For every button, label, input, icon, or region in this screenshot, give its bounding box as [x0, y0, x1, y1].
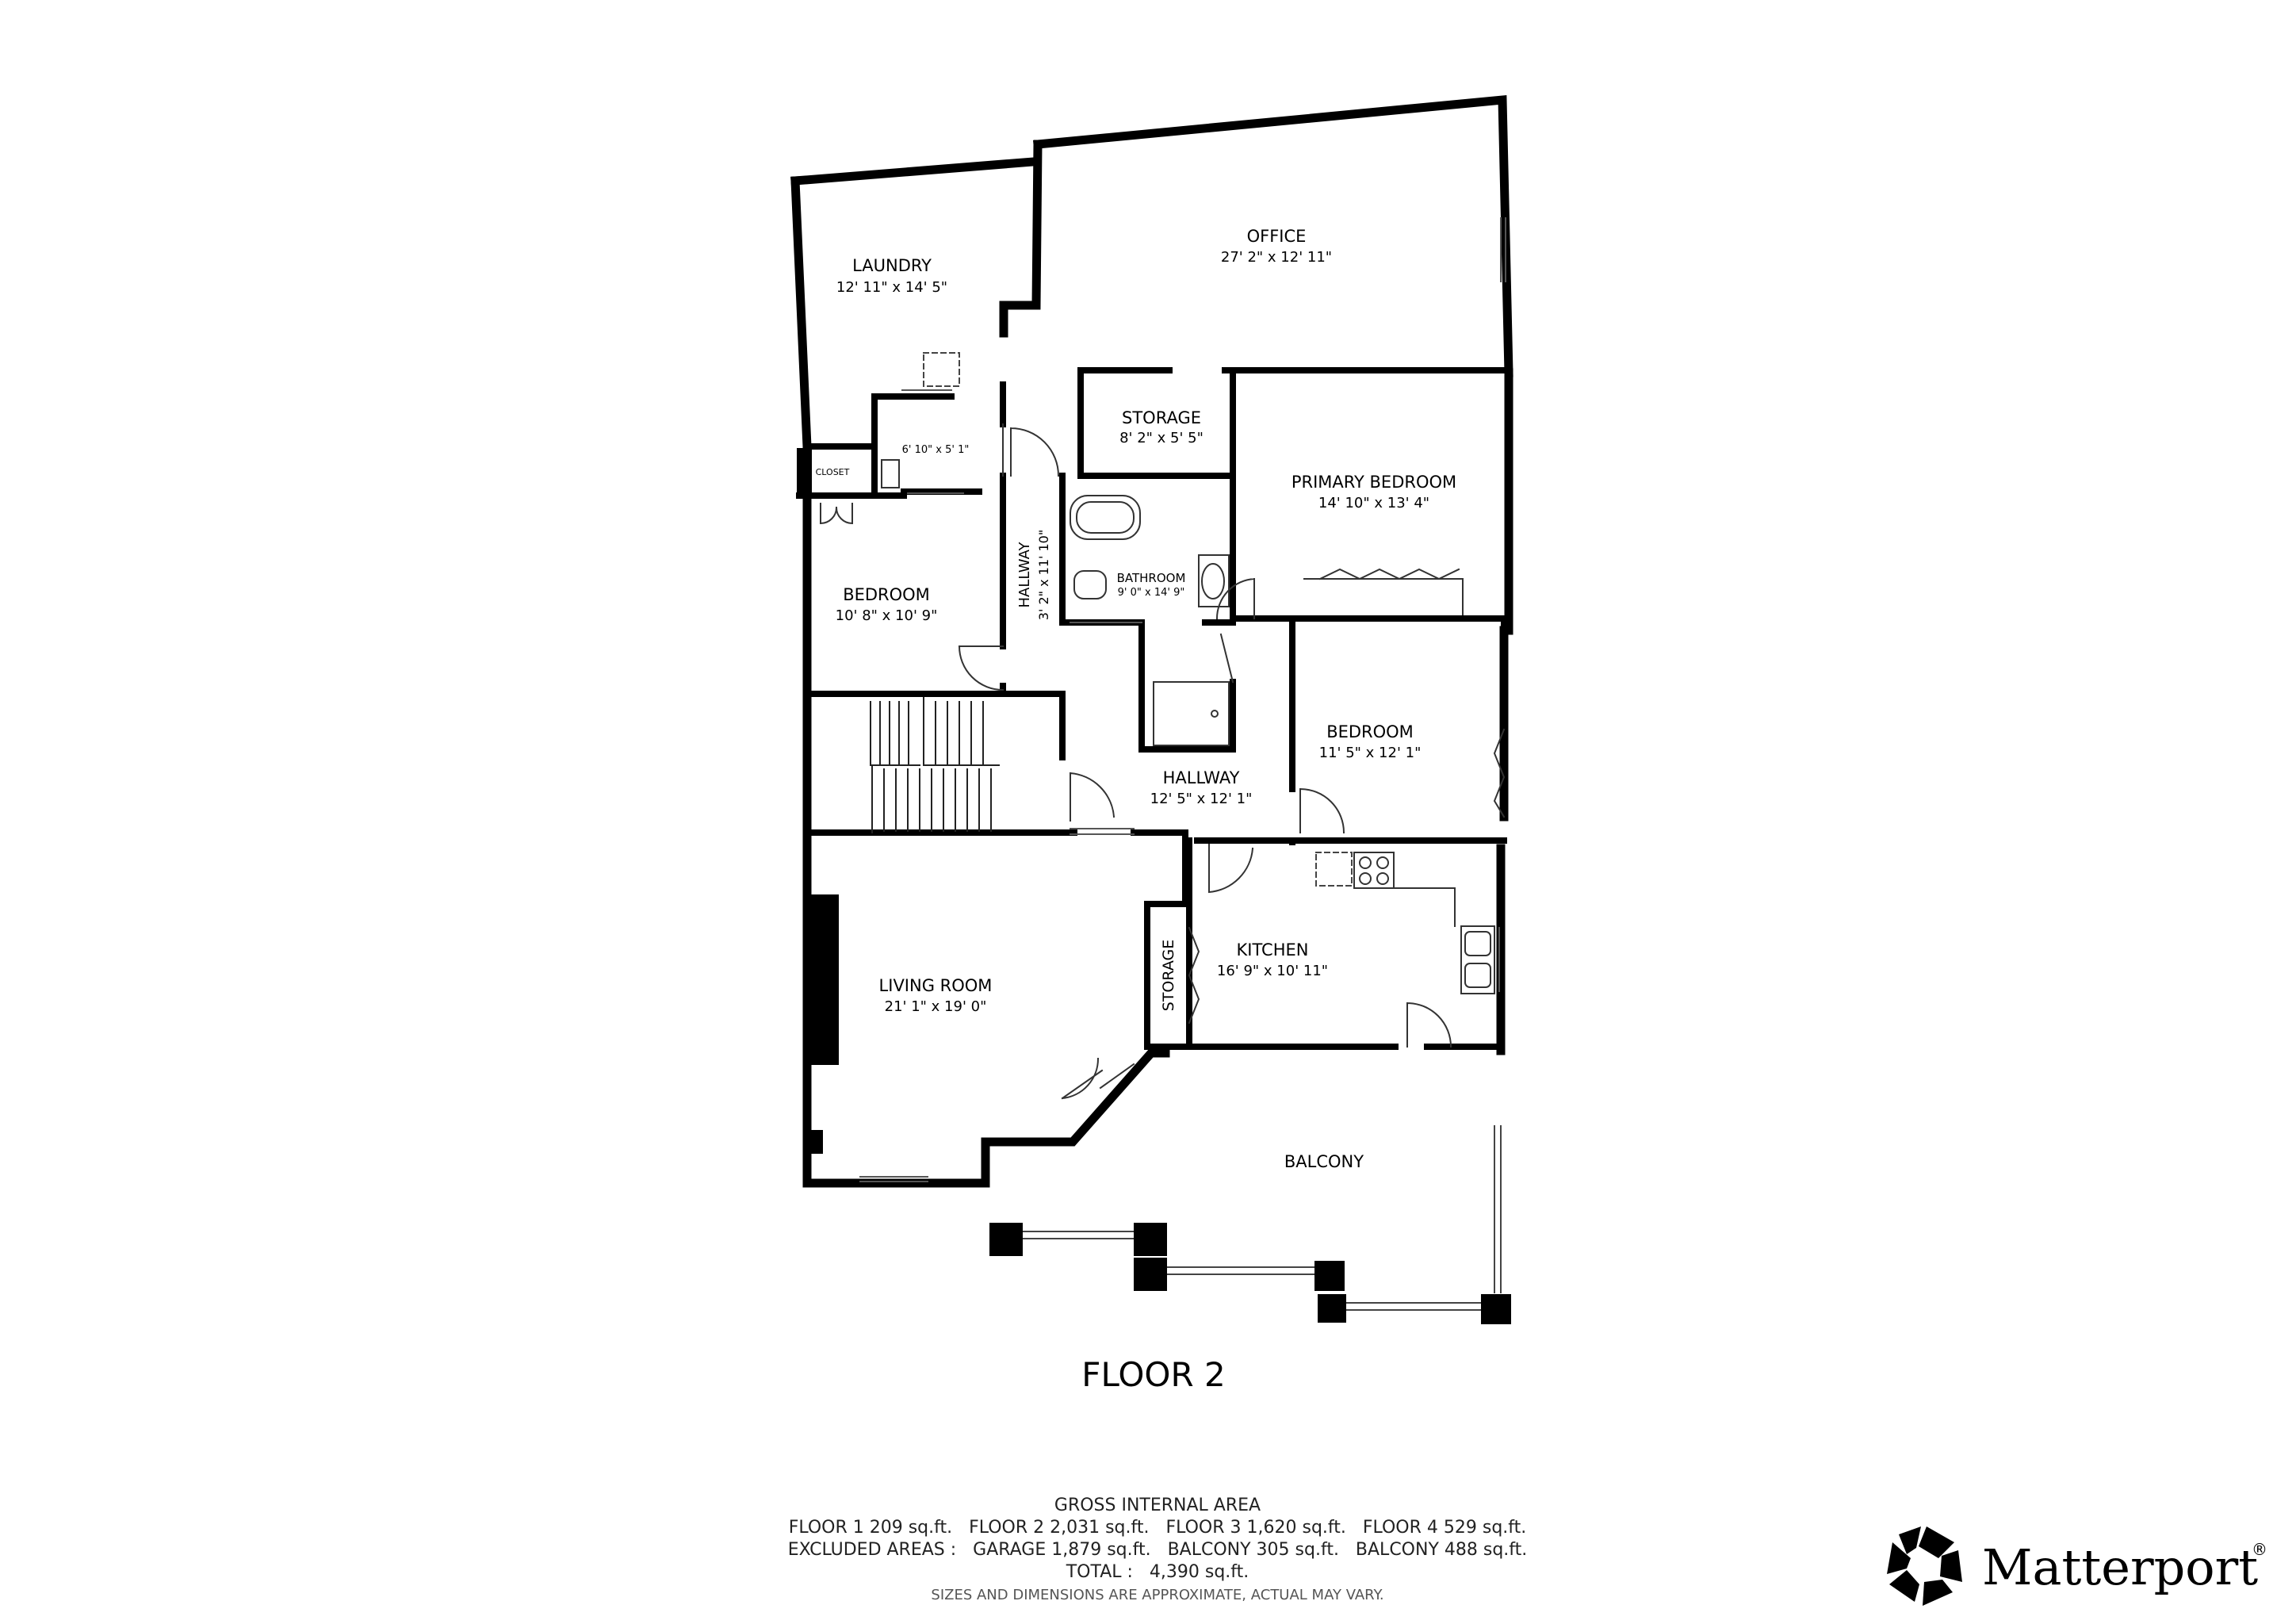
matterport-wordmark: Matterport: [1982, 1538, 2259, 1596]
bedroom-right-dims: 11' 5" x 12' 1": [1319, 745, 1422, 761]
area-summary-total: TOTAL : 4,390 sq.ft.: [1066, 1562, 1249, 1582]
living-room-label: LIVING ROOM: [879, 976, 993, 995]
balcony-label: BALCONY: [1284, 1152, 1364, 1171]
floor-title: FLOOR 2: [1081, 1355, 1225, 1394]
columns-and-fireplace: [797, 448, 1511, 1324]
hallway-vertical-label: HALLWAY: [1016, 542, 1033, 608]
storage-side-label: STORAGE: [1160, 940, 1177, 1011]
primary-bedroom-label: PRIMARY BEDROOM: [1292, 473, 1456, 492]
windows: [859, 217, 1506, 1182]
registered-mark: ®: [2252, 1540, 2267, 1559]
area-summary-excluded: EXCLUDED AREAS : GARAGE 1,879 sq.ft. BAL…: [787, 1540, 1528, 1560]
bedroom-left-dims: 10' 8" x 10' 9": [836, 607, 938, 624]
bathroom-dims: 9' 0" x 14' 9": [1118, 587, 1185, 599]
hallway-vertical-dims: 3' 2" x 11' 10": [1036, 530, 1051, 620]
door-swings: [819, 423, 1506, 1100]
balcony-railings: [1022, 1125, 1502, 1311]
hallway-main-label: HALLWAY: [1163, 768, 1240, 787]
office-dims: 27' 2" x 12' 11": [1221, 249, 1332, 266]
area-summary-floors: FLOOR 1 209 sq.ft. FLOOR 2 2,031 sq.ft. …: [788, 1518, 1527, 1538]
matterport-logo-icon: [1887, 1526, 1962, 1606]
closet-label: CLOSET: [816, 467, 850, 477]
hallway-main-dims: 12' 5" x 12' 1": [1150, 791, 1253, 807]
living-room-dims: 21' 1" x 19' 0": [885, 998, 987, 1015]
bedroom-right-label: BEDROOM: [1326, 722, 1414, 741]
storage-top-label: STORAGE: [1122, 408, 1201, 427]
area-summary-heading: GROSS INTERNAL AREA: [1054, 1496, 1261, 1515]
matterport-brand: Matterport ®: [1883, 1522, 2279, 1618]
area-summary: GROSS INTERNAL AREA FLOOR 1 209 sq.ft. F…: [682, 1495, 1633, 1607]
office-label: OFFICE: [1247, 227, 1307, 246]
laundry-label: LAUNDRY: [852, 256, 932, 275]
kitchen-label: KITCHEN: [1237, 940, 1309, 959]
fixtures: [881, 459, 1495, 994]
bathroom-label: BATHROOM: [1117, 571, 1186, 585]
primary-bedroom-dims: 14' 10" x 13' 4": [1318, 495, 1429, 511]
storage-top-dims: 8' 2" x 5' 5": [1119, 430, 1203, 446]
laundry-dims: 12' 11" x 14' 5": [836, 279, 947, 296]
disclaimer: SIZES AND DIMENSIONS ARE APPROXIMATE, AC…: [931, 1587, 1384, 1603]
kitchen-dims: 16' 9" x 10' 11": [1217, 963, 1328, 979]
bedroom-left-label: BEDROOM: [843, 585, 930, 604]
stairs: [870, 697, 1000, 833]
small-room-dims: 6' 10" x 5' 1": [902, 444, 970, 456]
dashed-fixtures: [923, 352, 1353, 887]
